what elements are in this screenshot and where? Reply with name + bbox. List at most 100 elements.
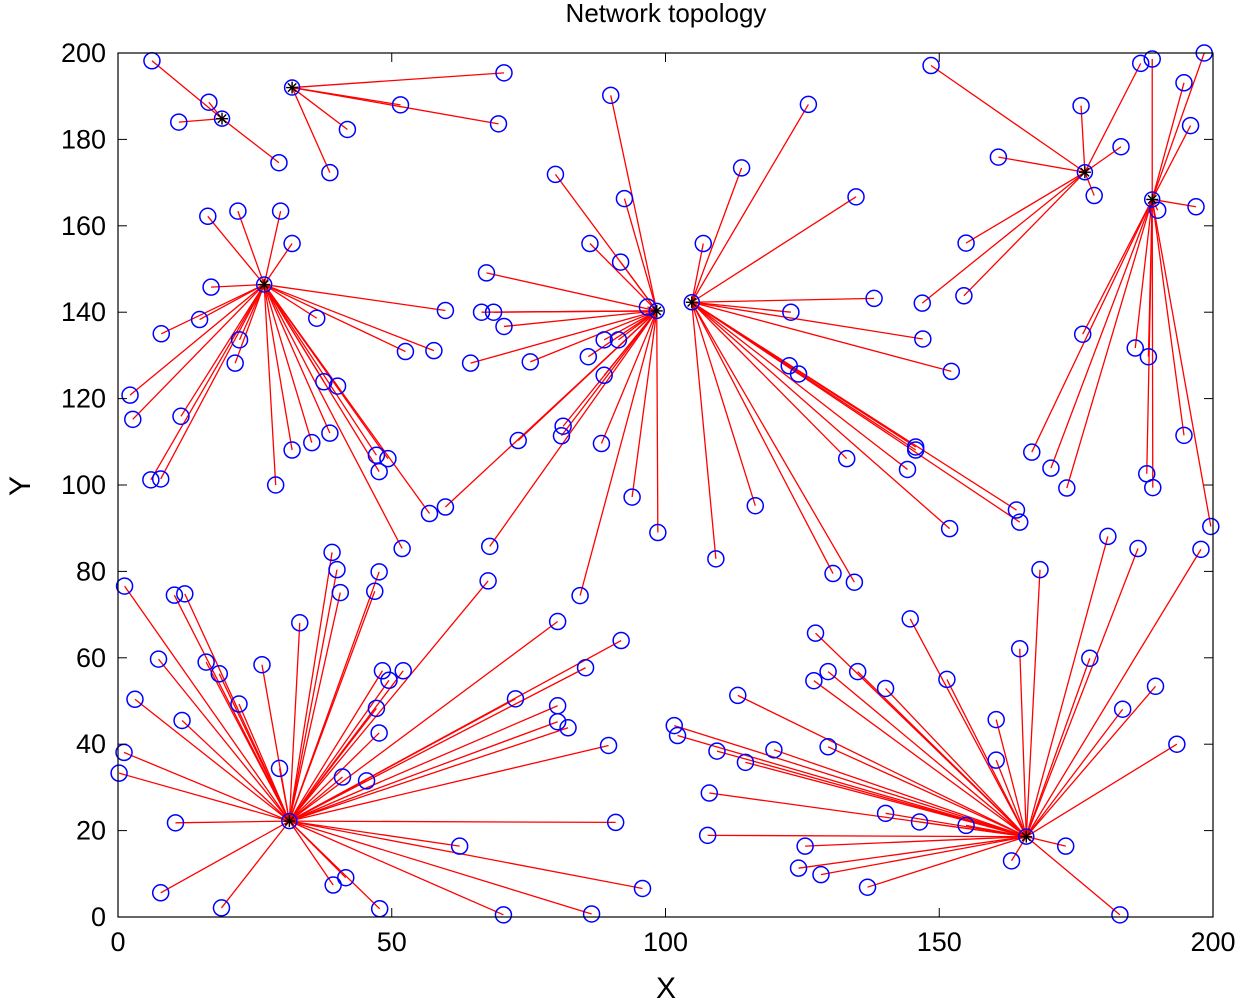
link-line bbox=[288, 707, 377, 822]
link-line bbox=[562, 310, 658, 427]
link-line bbox=[965, 824, 1027, 838]
cluster-head-circle bbox=[648, 302, 665, 320]
link-line bbox=[263, 284, 277, 486]
sensor-node bbox=[913, 294, 932, 312]
sensor-node bbox=[172, 407, 190, 426]
sensor-node bbox=[987, 751, 1005, 769]
x-axis-label: X bbox=[656, 972, 676, 1000]
link-line bbox=[691, 301, 908, 470]
link-line bbox=[1025, 548, 1139, 837]
sensor-node bbox=[789, 365, 808, 383]
cluster-head-circle bbox=[213, 110, 231, 127]
sensor-node bbox=[489, 115, 508, 133]
link-line bbox=[289, 744, 609, 822]
link-line bbox=[263, 210, 282, 285]
sensor-node bbox=[509, 431, 527, 450]
sensor-node bbox=[331, 583, 350, 602]
sensor-node bbox=[170, 113, 188, 131]
link-line bbox=[288, 592, 341, 822]
sensor-node bbox=[126, 690, 144, 709]
link-line bbox=[1084, 146, 1122, 173]
sensor-node bbox=[1168, 735, 1186, 753]
sensor-node bbox=[1112, 137, 1130, 156]
cluster-head-star bbox=[1147, 194, 1157, 205]
sensor-node bbox=[151, 884, 170, 902]
sensor-node bbox=[1010, 639, 1029, 658]
sensor-node bbox=[942, 362, 961, 381]
sensor-node bbox=[436, 301, 455, 320]
link-line bbox=[289, 820, 504, 916]
sensor-node bbox=[173, 711, 191, 730]
link-line bbox=[289, 705, 558, 822]
link-line bbox=[289, 820, 592, 915]
sensor-node bbox=[938, 670, 956, 689]
sensor-node bbox=[1126, 339, 1145, 357]
sensor-node bbox=[552, 427, 571, 445]
link-line bbox=[1025, 549, 1202, 837]
sensor-node bbox=[394, 662, 412, 680]
sensor-node bbox=[824, 564, 842, 583]
sensor-node bbox=[901, 610, 919, 628]
cluster-head-star bbox=[259, 279, 269, 290]
cluster-head-star bbox=[687, 297, 697, 307]
link-line bbox=[291, 87, 331, 173]
link-line bbox=[1010, 836, 1027, 862]
sensor-node bbox=[396, 342, 415, 361]
sensor-node bbox=[668, 726, 687, 745]
link-line bbox=[677, 734, 1027, 838]
sensor-node bbox=[957, 816, 975, 835]
sensor-node bbox=[707, 550, 725, 568]
sensor-node bbox=[837, 449, 856, 468]
sensor-node bbox=[1129, 539, 1147, 558]
cluster-heads bbox=[213, 79, 1161, 845]
link-line bbox=[1151, 82, 1185, 200]
link-line bbox=[123, 751, 290, 822]
sensor-node bbox=[212, 899, 231, 917]
cluster-head-star bbox=[1021, 831, 1031, 842]
link-line bbox=[857, 671, 1027, 838]
link-line bbox=[289, 727, 569, 822]
sensor-node bbox=[1081, 649, 1099, 667]
link-line bbox=[1025, 836, 1121, 916]
sensor-node bbox=[819, 662, 837, 681]
sensor-node bbox=[420, 504, 439, 523]
link-line bbox=[610, 95, 658, 312]
link-line bbox=[234, 284, 265, 364]
sensor-node bbox=[380, 671, 398, 690]
link-line bbox=[827, 671, 1027, 838]
link-line bbox=[691, 297, 875, 303]
cluster-head-circle bbox=[1018, 828, 1035, 845]
sensor-node bbox=[732, 159, 751, 177]
link-line bbox=[288, 820, 381, 910]
link-line bbox=[160, 820, 290, 894]
link-line bbox=[181, 719, 290, 822]
cluster-head-circle bbox=[255, 276, 273, 293]
link-line bbox=[292, 72, 505, 89]
sensor-node bbox=[357, 772, 376, 790]
link-line bbox=[288, 569, 338, 822]
link-line bbox=[263, 284, 331, 434]
sensor-node bbox=[812, 865, 830, 884]
link-line bbox=[691, 301, 923, 340]
x-tick-label: 50 bbox=[377, 927, 407, 957]
y-tick-label: 20 bbox=[76, 816, 106, 846]
sensor-node bbox=[606, 813, 625, 832]
sensor-node bbox=[848, 662, 867, 681]
cluster-head-circle bbox=[683, 294, 701, 311]
sensor-node bbox=[796, 837, 814, 855]
sensor-node bbox=[1010, 513, 1029, 531]
link-line bbox=[691, 301, 834, 574]
sensor-node bbox=[230, 695, 248, 713]
sensor-node bbox=[200, 93, 218, 111]
sensor-node bbox=[987, 710, 1005, 729]
link-line bbox=[160, 284, 265, 480]
link-line bbox=[263, 284, 403, 549]
sensor-node bbox=[1002, 852, 1021, 870]
plot-frame bbox=[117, 52, 1214, 918]
sensor-node bbox=[1192, 540, 1210, 559]
link-line bbox=[995, 759, 1027, 837]
link-line bbox=[263, 283, 406, 353]
sensor-node bbox=[271, 202, 290, 220]
link-line bbox=[264, 283, 446, 312]
